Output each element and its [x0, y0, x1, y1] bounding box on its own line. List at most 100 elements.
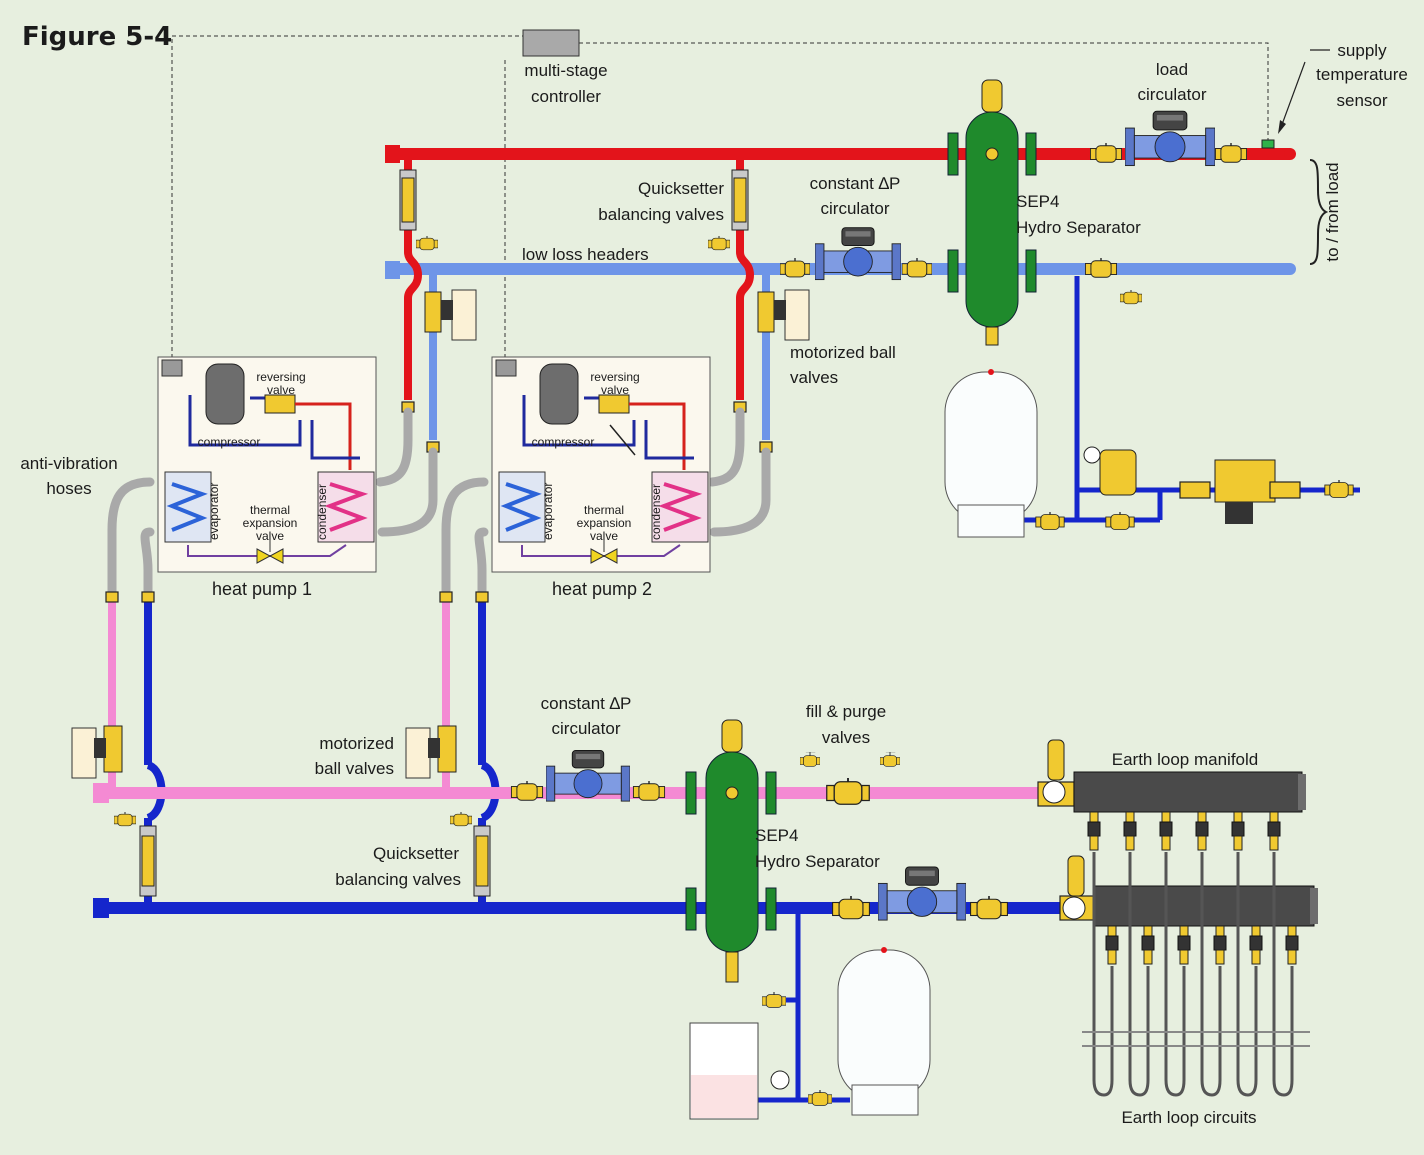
constant-dp-circulator-upper [815, 227, 901, 281]
pressure-gauge-icon [770, 1070, 790, 1090]
txv-label: valve [590, 529, 618, 543]
load-brace [1309, 159, 1329, 265]
figure-title: Figure 5-4 [22, 22, 172, 52]
txv-label: expansion [577, 516, 632, 530]
motorized-valve-upper-2 [757, 291, 775, 333]
earth-manifold-label: Earth loop manifold [1112, 750, 1258, 769]
motorized-bottom-label: motorized [319, 734, 394, 753]
anti-vibration-label: hoses [46, 479, 91, 498]
load-circulator-label: circulator [1138, 85, 1207, 104]
earth-loop-circuits [1082, 852, 1310, 1097]
hose-hp1-condenser-in [375, 407, 413, 487]
isolation-valve [1090, 143, 1122, 164]
sep4-bottom-label: Hydro Separator [755, 852, 880, 871]
pressure-reducing-valve [1083, 446, 1137, 496]
supply-sensor-label: supply [1337, 41, 1387, 60]
heat-pump-2-label: heat pump 2 [552, 579, 652, 599]
evaporator-label: evaporator [207, 483, 221, 540]
condenser-label: condenser [649, 484, 663, 540]
drain-valve [1120, 290, 1142, 305]
sep4-hydro-separator-lower [685, 719, 777, 983]
const-dp-bottom-label: circulator [552, 719, 621, 738]
hose-hp2-evap-out [474, 527, 489, 597]
tank-valve [1105, 512, 1135, 531]
load-circulator-label: load [1156, 60, 1188, 79]
hose-hp2-condenser-out [709, 447, 771, 537]
hose-hp2-evap-in [441, 477, 489, 597]
isolation-valve [969, 896, 1009, 921]
fill-purge-label: valves [822, 728, 870, 747]
constant-dp-circulator-lower [546, 749, 630, 802]
isolation-valve [632, 781, 666, 802]
motorized-valve-lower-2 [437, 725, 457, 773]
low-loss-headers-label: low loss headers [522, 245, 649, 264]
expansion-tank-upper [944, 369, 1038, 538]
hose-hp1-evap-in [107, 477, 155, 597]
isolation-valve [1085, 258, 1117, 279]
earth-loop-manifold-return [1059, 855, 1318, 965]
hose-hp1-condenser-out [377, 447, 438, 537]
tank-valve [1035, 512, 1065, 531]
const-dp-top-label: constant ∆P [810, 174, 901, 193]
earth-loop-manifold-supply [1037, 739, 1306, 851]
compressor-label: compressor [198, 435, 261, 449]
purge-fill-tank [689, 1022, 759, 1120]
condenser-icon-1 [317, 471, 375, 543]
heat-pump-1-label: heat pump 1 [212, 579, 312, 599]
fill-purge-side-valve [800, 752, 820, 768]
purge-valve-upper-1 [416, 236, 438, 251]
multi-stage-controller [522, 29, 580, 57]
compressor-icon-1 [205, 363, 245, 425]
motorized-valve-lower-1 [103, 725, 123, 773]
reversing-label: valve [601, 383, 629, 397]
sep4-top-label: Hydro Separator [1016, 218, 1141, 237]
isolation-valve [780, 258, 810, 278]
txv-label: expansion [243, 516, 298, 530]
hose-hp2-condenser-in [707, 407, 745, 487]
isolation-valve [902, 258, 932, 278]
motorized-valve-upper-1 [424, 291, 442, 333]
isolation-valve [831, 896, 871, 921]
quicksetter-bottom-label: Quicksetter [373, 844, 459, 863]
drain-valve [762, 992, 786, 1009]
isolation-valve [510, 781, 544, 802]
motorized-top-label: valves [790, 368, 838, 387]
sep4-hydro-separator-upper [947, 79, 1037, 346]
reversing-label: valve [267, 383, 295, 397]
txv-icon-2 [590, 548, 618, 564]
motorized-top-label: motorized ball [790, 343, 896, 362]
makeup-valve [1323, 480, 1355, 499]
controller-label: controller [531, 87, 601, 106]
txv-label: valve [256, 529, 284, 543]
isolation-valve [1215, 143, 1247, 164]
load-circulator [1125, 110, 1215, 167]
fill-purge-side-valve [880, 752, 900, 768]
reversing-label: reversing [590, 370, 639, 384]
earth-circuits-label: Earth loop circuits [1121, 1108, 1256, 1127]
txv-icon-1 [256, 548, 284, 564]
heat-pump-2: reversing valve compressor evaporator co… [491, 356, 711, 573]
quicksetter-bottom-label: balancing valves [335, 870, 461, 889]
reversing-label: reversing [256, 370, 305, 384]
supply-temperature-sensor [1261, 139, 1275, 149]
compressor-icon-2 [539, 363, 579, 425]
earth-return-circulator [878, 866, 966, 921]
expansion-tank-lower [837, 947, 931, 1116]
fill-purge-valve [826, 778, 870, 806]
txv-label: thermal [250, 503, 290, 517]
supply-sensor-label: temperature [1316, 65, 1408, 84]
heat-pump-1: reversing valve compressor evaporator co… [157, 356, 377, 573]
fill-purge-label: fill & purge [806, 702, 886, 721]
drain-valve [808, 1090, 832, 1107]
quicksetter-top-label: Quicksetter [638, 179, 724, 198]
reversing-valve-icon-1 [264, 394, 296, 414]
txv-label: thermal [584, 503, 624, 517]
sep4-bottom-label: SEP4 [755, 826, 798, 845]
quicksetter-top-label: balancing valves [598, 205, 724, 224]
supply-sensor-label: sensor [1336, 91, 1387, 110]
purge-valve-lower-2 [450, 812, 472, 827]
const-dp-bottom-label: constant ∆P [541, 694, 632, 713]
hose-hp1-evap-out [140, 527, 155, 597]
reversing-valve-icon-2 [598, 394, 630, 414]
